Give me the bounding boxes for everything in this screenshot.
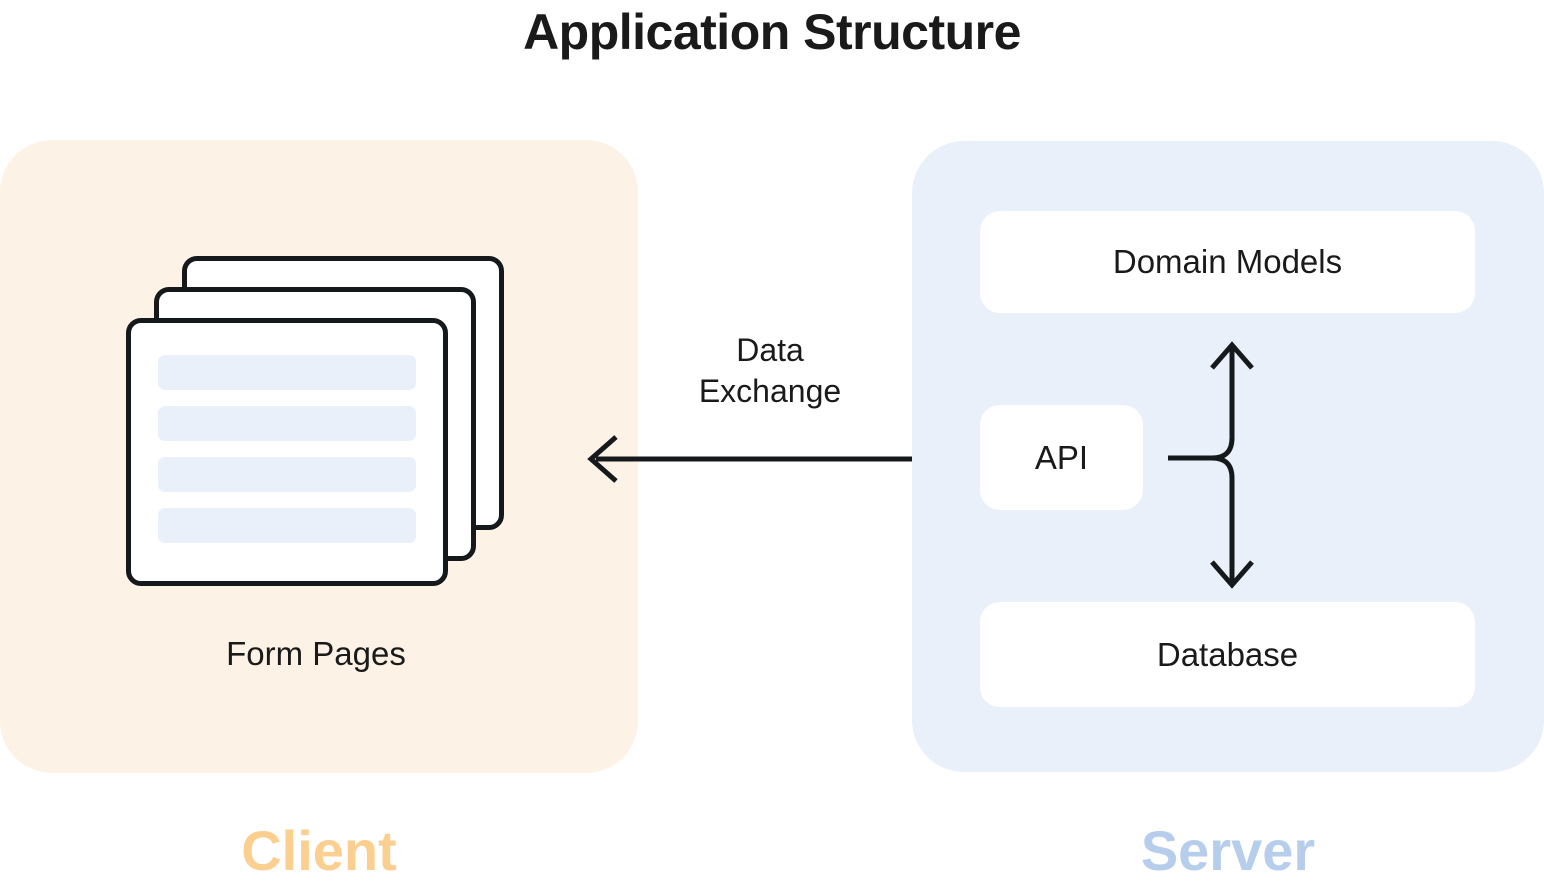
form-page-card-front xyxy=(126,318,448,586)
domain-models-box: Domain Models xyxy=(980,211,1475,313)
form-field-bar xyxy=(158,355,416,390)
form-field-bar xyxy=(158,508,416,543)
form-field-bar xyxy=(158,406,416,441)
api-label: API xyxy=(1034,438,1089,476)
server-zone-caption: Server xyxy=(1140,819,1316,882)
data-exchange-label-line1: Data xyxy=(736,332,804,368)
client-zone-caption: Client xyxy=(241,819,397,882)
domain-models-label: Domain Models xyxy=(1112,243,1343,280)
form-pages-stack xyxy=(126,256,516,586)
database-box: Database xyxy=(980,602,1475,707)
database-label: Database xyxy=(1156,635,1299,673)
form-pages-label: Form Pages xyxy=(226,635,406,672)
data-exchange-label-line2: Exchange xyxy=(698,373,842,409)
api-box: API xyxy=(980,405,1143,510)
form-field-bar xyxy=(158,457,416,492)
data-exchange-label: Data Exchange xyxy=(620,330,920,412)
api-branch-connector-icon xyxy=(1168,341,1254,589)
page-title: Application Structure xyxy=(523,4,1021,60)
